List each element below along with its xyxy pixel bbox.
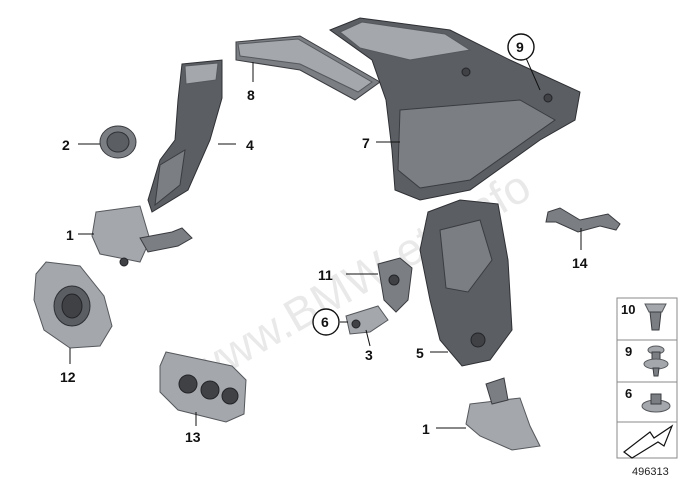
fastener-9-icon [643,345,669,377]
callout-8: 8 [247,87,255,103]
legend-label-6: 6 [625,386,632,401]
callout-5: 5 [416,345,424,361]
callout-1-upper: 1 [66,227,74,243]
part-14-strap[interactable] [545,207,621,233]
legend-label-10: 10 [621,302,635,317]
part-5-side-panel[interactable] [419,199,513,367]
leader-lines [69,57,582,429]
callout-2: 2 [62,137,70,153]
fastener-10-icon [644,303,667,331]
part-7-large-panel[interactable] [328,17,581,201]
part-12-mounting-plate[interactable] [33,261,113,349]
callout-13: 13 [185,429,201,445]
callout-11: 11 [318,267,333,283]
arrow-icon [623,424,674,459]
callout-7: 7 [362,135,370,151]
part-2-grommet[interactable] [99,125,137,159]
callout-3: 3 [365,347,373,363]
diagram-number: 496313 [632,466,669,478]
part-11-clip[interactable] [377,257,413,313]
callout-6-circle [312,308,340,336]
callout-14: 14 [572,255,588,271]
callout-4: 4 [246,137,254,153]
part-3-bracket[interactable] [345,305,389,335]
callout-1-lower: 1 [422,421,430,437]
part-1-lower-bracket[interactable] [465,377,541,451]
part-1-upper-bracket[interactable] [91,205,193,267]
callout-9: 9 [516,39,524,55]
callout-6: 6 [321,314,329,330]
fastener-6-icon [641,393,671,413]
part-13-grommet-plate[interactable] [159,351,247,423]
legend-label-9: 9 [625,344,632,359]
callout-9-circle [507,33,535,61]
callout-12: 12 [60,369,76,385]
part-4-air-duct[interactable] [147,59,223,213]
part-8-duct[interactable] [235,35,381,101]
legend-panel: 10 9 6 [616,297,678,459]
